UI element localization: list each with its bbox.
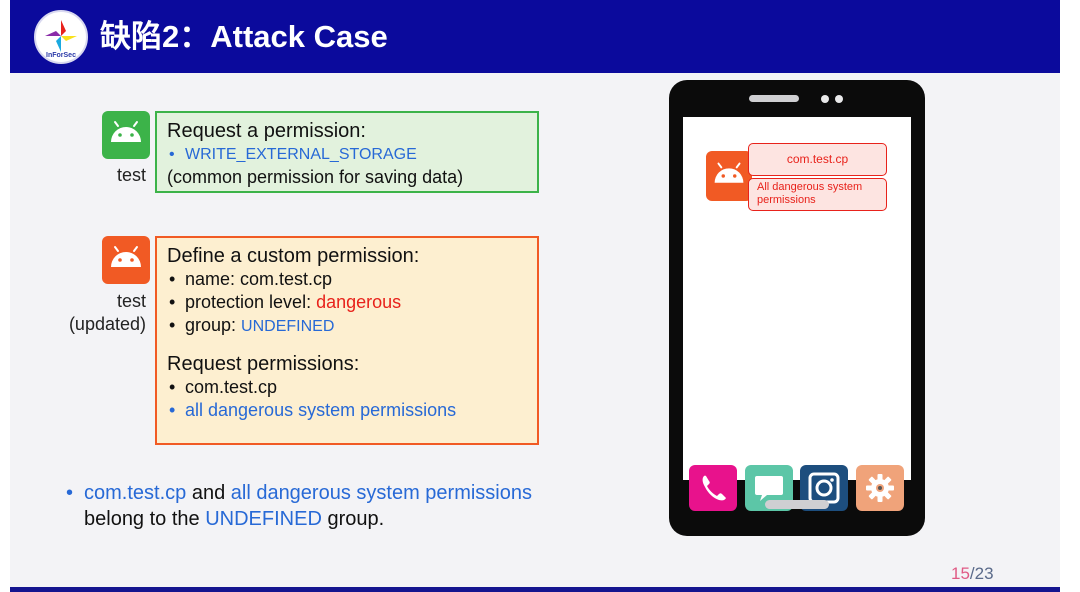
permission-item: WRITE_EXTERNAL_STORAGE xyxy=(167,143,527,166)
android-app-icon-orange xyxy=(102,236,150,284)
phone-speaker xyxy=(749,95,799,102)
app-label-test: test xyxy=(116,165,146,185)
permission-note: (common permission for saving data) xyxy=(167,167,464,187)
app-label-line1: test xyxy=(116,291,146,311)
phone-home-button xyxy=(765,500,829,509)
settings-app-icon[interactable] xyxy=(856,465,904,511)
phone-app-icon[interactable] xyxy=(689,465,737,511)
permission-popup-system: All dangerous system permissions xyxy=(748,178,887,211)
define-permission-heading: Define a custom permission: xyxy=(167,245,420,267)
phone-sensor-dot xyxy=(835,95,843,103)
phone-screen: com.test.cp All dangerous system permiss… xyxy=(683,117,911,511)
android-app-icon-on-phone[interactable] xyxy=(706,151,752,201)
group-row: group: UNDEFINED xyxy=(167,314,527,338)
protection-level-value: dangerous xyxy=(316,292,402,312)
slide-header: InForSec 缺陷2：Attack Case xyxy=(10,0,1060,73)
request-permission-heading: Request a permission: xyxy=(167,120,366,142)
app-label-line2: (updated) xyxy=(68,314,146,334)
app-label-test-updated: test (updated) xyxy=(50,290,146,336)
android-app-icon-green xyxy=(102,111,150,159)
logo-text: InForSec xyxy=(46,52,76,59)
custom-permission-box: Define a custom permission: name: com.te… xyxy=(155,236,539,445)
protection-level-row: protection level: dangerous xyxy=(167,291,527,314)
group-note: • com.test.cp and all dangerous system p… xyxy=(66,482,532,530)
group-value: UNDEFINED xyxy=(241,318,335,335)
permission-popup-custom: com.test.cp xyxy=(748,143,887,176)
request-permission-box: Request a permission: WRITE_EXTERNAL_STO… xyxy=(155,111,539,193)
phone-camera-dot xyxy=(821,95,829,103)
permission-name-value: com.test.cp xyxy=(240,269,333,289)
request-permissions-heading: Request permissions: xyxy=(167,353,360,375)
permission-name-row: name: com.test.cp xyxy=(167,268,527,291)
page-number: 15/23 xyxy=(951,564,994,583)
request-item-custom: com.test.cp xyxy=(167,376,527,399)
phone-mockup: com.test.cp All dangerous system permiss… xyxy=(669,80,925,536)
slide-title: 缺陷2：Attack Case xyxy=(100,19,388,54)
bottom-rule xyxy=(10,587,1060,592)
inforsec-logo: InForSec xyxy=(34,10,88,64)
request-item-system: all dangerous system permissions xyxy=(167,399,527,422)
